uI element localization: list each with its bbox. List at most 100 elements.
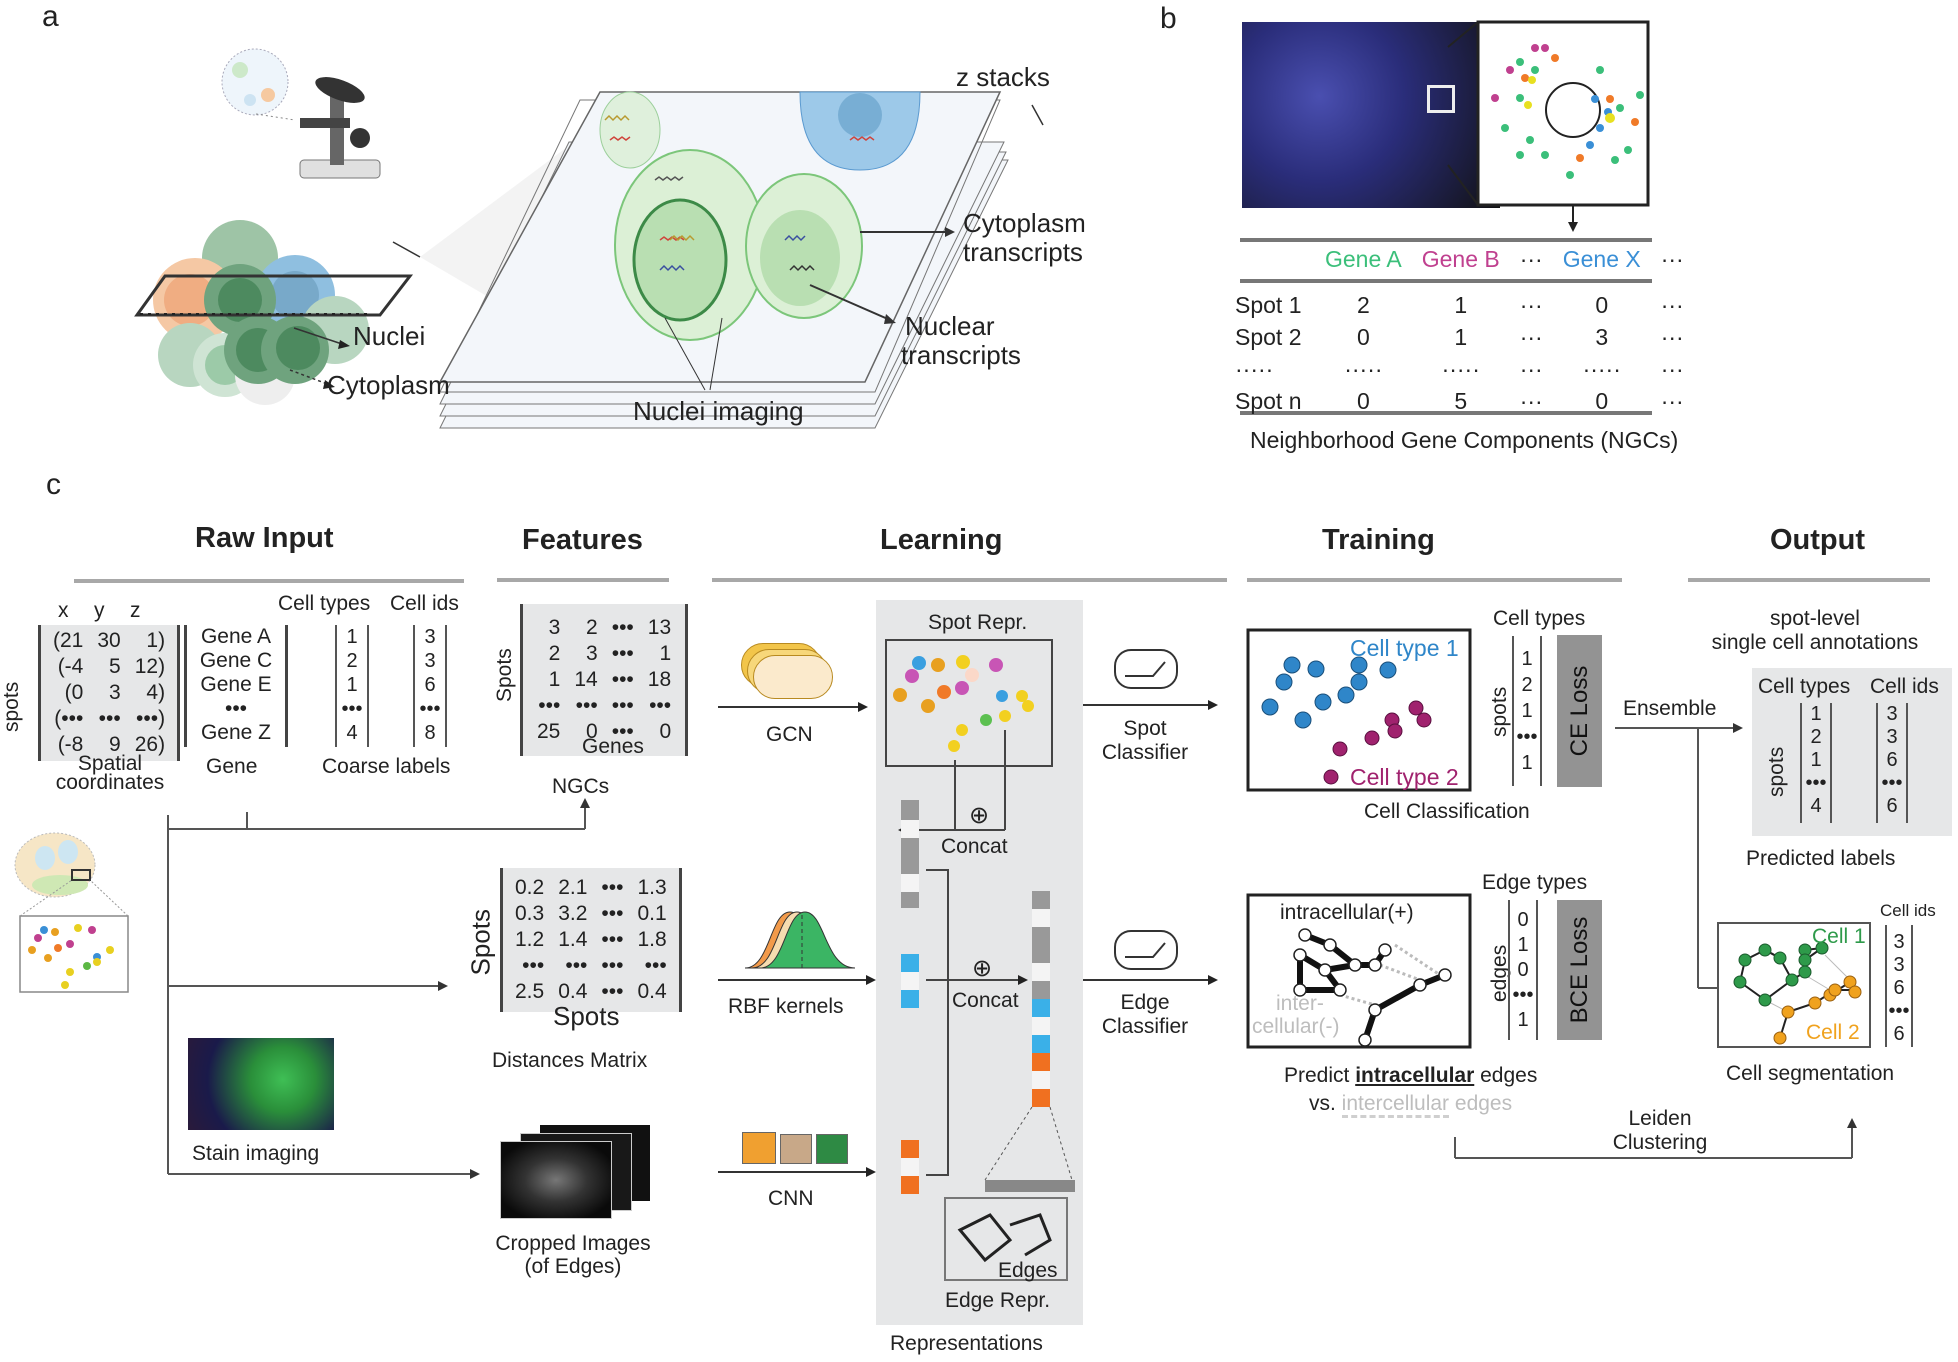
- vector-item: 2: [1810, 726, 1822, 748]
- vector-item: 1: [1517, 1009, 1529, 1031]
- vector-item: 6: [424, 674, 436, 696]
- table-row: Spot 2 0 1 ··· 3 ···: [1225, 321, 1694, 353]
- cell: ···: [1660, 387, 1684, 414]
- concat-plus-icon-2: ⊕: [972, 955, 993, 982]
- concat-label-1: Concat: [941, 835, 1008, 858]
- cell: ···: [1519, 355, 1543, 382]
- cropped-images-caption-1: Cropped Images: [495, 1232, 651, 1255]
- output-cell-ids-header: Cell ids: [1870, 675, 1939, 698]
- gene-caption: Gene: [206, 755, 258, 778]
- nuclei-label: Nuclei: [353, 321, 426, 351]
- cell: •••: [611, 720, 634, 743]
- cell: 5: [1454, 387, 1468, 414]
- cell: 0: [1595, 387, 1609, 414]
- vector-item: 6: [1893, 1023, 1905, 1045]
- bce-loss-box: BCE Loss: [1557, 900, 1602, 1040]
- gene-vector: Gene A Gene C Gene E ••• Gene Z: [184, 625, 288, 747]
- cell: •••: [611, 642, 634, 665]
- microscope-icon: [221, 48, 381, 179]
- cell-2-label: Cell 2: [1806, 1021, 1860, 1044]
- output-cell-types-vector: 1 2 1 ••• 4: [1800, 703, 1832, 823]
- edge-types-header: Edge types: [1482, 871, 1588, 894]
- cell: 0: [1356, 387, 1370, 414]
- spot-classifier-icon: [1114, 649, 1178, 689]
- cell: 0.3: [515, 902, 545, 925]
- gene-item: Gene C: [199, 649, 273, 672]
- cytoplasm-transcripts-label-1: Cytoplasm: [963, 208, 1086, 238]
- vector-item: •••: [419, 698, 441, 720]
- row-label: Spot 1: [1235, 291, 1302, 318]
- axis-y: y: [94, 599, 105, 622]
- spot-repr-nodes: [893, 655, 1034, 752]
- panel-letter-a: a: [42, 0, 59, 33]
- distances-matrix-caption: Distances Matrix: [492, 1049, 648, 1072]
- cell-segmentation-caption: Cell segmentation: [1726, 1062, 1895, 1085]
- cell: •••: [601, 980, 624, 1003]
- section-title-output: Output: [1770, 524, 1866, 556]
- vs-text: vs.: [1309, 1092, 1342, 1115]
- zoom-region-box: [1427, 85, 1455, 113]
- vector-item: 0: [1517, 909, 1529, 931]
- cell-classification-caption: Cell Classification: [1364, 800, 1530, 823]
- vector-item: 1: [346, 674, 358, 696]
- cell-types-header: Cell types: [278, 592, 371, 615]
- cell: (•••: [54, 707, 84, 730]
- coarse-labels-caption: Coarse labels: [322, 755, 451, 778]
- coords-caption-1: Spatial: [77, 752, 143, 775]
- vector-item: •••: [1512, 984, 1534, 1006]
- cell: 0.4: [637, 980, 667, 1003]
- cell: 1): [146, 629, 166, 652]
- cell: •••: [611, 668, 634, 691]
- ngc-genes-label: Genes: [582, 735, 644, 758]
- cell: 1: [659, 642, 672, 665]
- edge-types-vector: 0 1 0 ••• 1: [1508, 900, 1538, 1040]
- ngc-header-gene-a: Gene A: [1325, 245, 1402, 272]
- cell: 2.5: [515, 980, 545, 1003]
- spot-classifier-label-1: Spot: [1123, 717, 1167, 740]
- cell: 3: [586, 642, 598, 665]
- row-label: Spot 2: [1235, 323, 1302, 350]
- cell: 0.1: [637, 902, 667, 925]
- section-rule-learning: [712, 578, 1227, 582]
- cell-type-2-label: Cell type 2: [1350, 764, 1459, 790]
- intercellular-emphasis: intercellular: [1341, 1092, 1450, 1118]
- predicted-labels-panel: [1752, 668, 1952, 836]
- vector-item: •••: [341, 698, 363, 720]
- cell: 1.2: [515, 928, 545, 951]
- gene-item: Gene E: [200, 673, 272, 696]
- edge-repr-label: Edge Repr.: [945, 1289, 1051, 1312]
- tissue-sketch-icon: [14, 832, 129, 993]
- spot-level-label-1: spot-level: [1770, 607, 1860, 630]
- nuclear-transcripts-label-2: transcripts: [901, 340, 1021, 370]
- vector-item: •••: [1881, 772, 1903, 794]
- coords-caption-2: coordinates: [55, 771, 165, 794]
- predicted-labels-caption: Predicted labels: [1746, 847, 1896, 870]
- spot-repr-label: Spot Repr.: [928, 611, 1028, 634]
- rbf-kernels-label: RBF kernels: [728, 995, 844, 1018]
- cell: •••: [611, 694, 634, 717]
- vector-item: 4: [346, 722, 358, 744]
- section-title-raw-input: Raw Input: [195, 522, 334, 554]
- cropped-images-stack: [490, 1125, 660, 1221]
- training-cell-types-vector: 1 2 1 ••• 1: [1512, 636, 1542, 786]
- vector-item: 6: [1893, 977, 1905, 999]
- cell: ···: [1660, 323, 1684, 350]
- nuclei-imaging-label: Nuclei imaging: [633, 396, 804, 426]
- gene-item: •••: [224, 697, 248, 720]
- cell: 26): [134, 733, 166, 756]
- cell: (0: [64, 681, 84, 704]
- cell: 4): [146, 681, 166, 704]
- vector-item: 1: [1517, 934, 1529, 956]
- cell: •••: [601, 902, 624, 925]
- cell: 0: [1356, 323, 1370, 350]
- spot-classifier-label-2: Classifier: [1101, 741, 1189, 764]
- cell: •••: [601, 876, 624, 899]
- vector-item: 6: [1886, 749, 1898, 771]
- training-cell-types-header: Cell types: [1493, 607, 1586, 630]
- vector-item: •••: [1805, 772, 1827, 794]
- cell: 0: [586, 720, 598, 743]
